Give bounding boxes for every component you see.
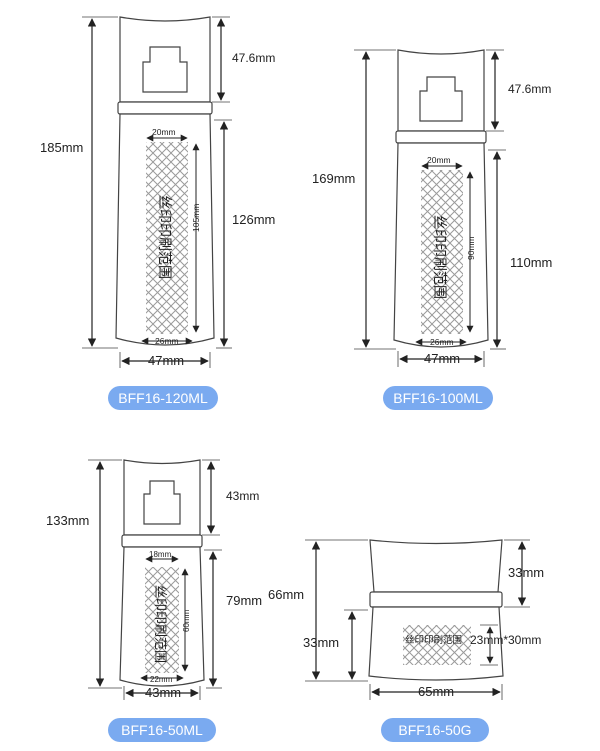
bottle-100ml <box>354 49 506 367</box>
jar-50g <box>305 539 530 700</box>
print-size-label: 23mm*30mm <box>470 633 541 647</box>
print-area <box>145 567 179 673</box>
cap-height-label: 43mm <box>226 489 259 503</box>
print-height-label: 105mm <box>191 204 201 232</box>
print-area-label: 丝印印刷范围 <box>432 215 448 299</box>
print-area-label: 丝印印刷范围 <box>157 195 173 279</box>
print-width-bottom-label: 22mm <box>150 675 173 684</box>
print-width-bottom-label: 26mm <box>155 336 179 346</box>
height-total-label: 185mm <box>40 140 83 155</box>
body-height-label: 33mm <box>303 635 339 650</box>
model-badge-50ml: BFF16-50ML <box>108 718 216 742</box>
body-height-label: 110mm <box>510 255 552 270</box>
print-width-top-label: 18mm <box>149 550 172 559</box>
print-area <box>403 625 471 665</box>
model-badge-50g: BFF16-50G <box>381 718 489 742</box>
bottle-120ml <box>82 16 232 368</box>
body-height-label: 79mm <box>226 593 262 608</box>
height-total-label: 66mm <box>268 587 304 602</box>
bottle-50ml <box>88 459 222 700</box>
jar-lid <box>369 539 503 593</box>
cap-height-label: 47.6mm <box>232 51 275 65</box>
shoulder-ring <box>395 130 487 144</box>
print-height-label: 90mm <box>466 236 476 260</box>
width-label: 47mm <box>424 351 460 366</box>
shoulder-ring <box>121 534 203 548</box>
print-width-top-label: 20mm <box>152 127 176 137</box>
print-width-top-label: 20mm <box>427 155 451 165</box>
width-label: 43mm <box>145 685 181 700</box>
print-height-label: 60mm <box>182 609 191 632</box>
width-label: 65mm <box>418 684 454 699</box>
lid-height-label: 33mm <box>508 565 544 580</box>
model-badge-100ml: BFF16-100ML <box>383 386 493 410</box>
print-area-label: 丝印印刷范围 <box>405 634 462 646</box>
pump-head <box>143 480 181 525</box>
print-width-bottom-label: 26mm <box>430 337 454 347</box>
lid-ring <box>369 591 503 608</box>
shoulder-ring <box>117 101 213 115</box>
model-badge-120ml: BFF16-120ML <box>108 386 218 410</box>
pump-head <box>419 76 463 122</box>
print-area-label: 丝印印刷范围 <box>153 585 168 663</box>
width-label: 47mm <box>148 353 184 368</box>
print-area <box>146 142 188 334</box>
body-height-label: 126mm <box>232 212 275 227</box>
height-total-label: 133mm <box>46 513 89 528</box>
print-area <box>421 170 463 334</box>
pump-head <box>142 46 188 93</box>
cap-height-label: 47.6mm <box>508 82 551 96</box>
height-total-label: 169mm <box>312 171 355 186</box>
